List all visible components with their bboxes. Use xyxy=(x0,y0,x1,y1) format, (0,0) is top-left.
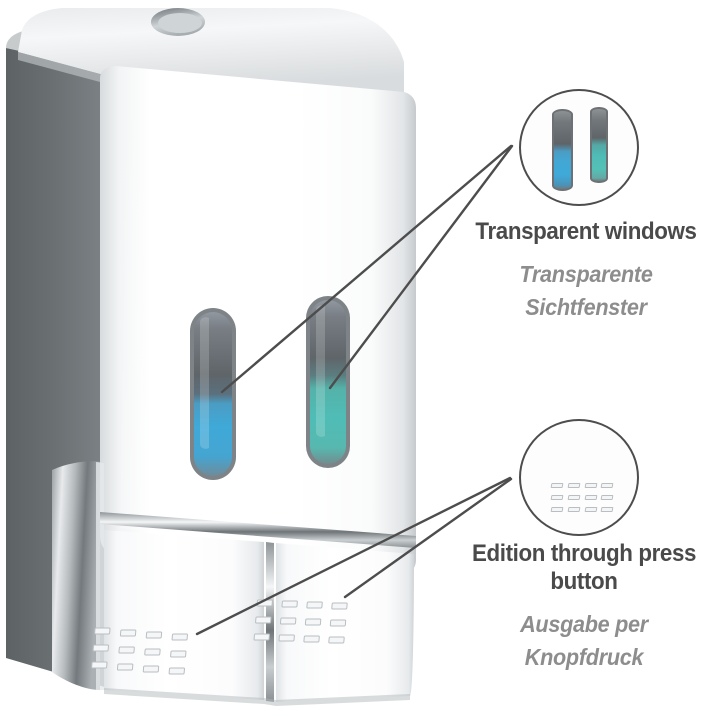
mini-dash-grid xyxy=(550,483,614,512)
mini-dash xyxy=(600,507,614,512)
mini-dash xyxy=(567,507,580,512)
mini-dash xyxy=(600,495,614,500)
headline-transparent-windows: Transparent windows xyxy=(475,218,697,245)
subline-knopfdruck: Knopfdruck xyxy=(524,644,644,670)
mini-dash xyxy=(600,483,614,488)
subline-press-button: Ausgabe per Knopfdruck xyxy=(458,608,710,674)
detail-circle-transparent-windows xyxy=(519,89,639,206)
subline-sichtfenster: Sichtfenster xyxy=(525,294,647,320)
callout-text-press-button: Edition through press button Ausgabe per… xyxy=(450,540,718,674)
headline-line-1: Edition through press xyxy=(471,540,697,567)
product-illustration xyxy=(6,8,416,706)
product-window-right xyxy=(306,296,350,468)
chrome-mount-bracket xyxy=(52,461,100,690)
headline-press-button: Edition through press button xyxy=(459,540,708,596)
mini-window-right xyxy=(590,107,608,183)
mini-dash xyxy=(550,495,564,500)
product-window-left xyxy=(190,308,236,480)
press-button-left-dashes xyxy=(91,627,188,675)
headline-line-2: button xyxy=(550,568,618,595)
subline-transparente: Transparente xyxy=(519,261,653,287)
mini-dash xyxy=(550,483,564,488)
mini-dash xyxy=(567,483,580,488)
mini-dash xyxy=(584,507,597,512)
mini-dash xyxy=(584,495,597,500)
dispenser-svg xyxy=(6,8,416,706)
chrome-mount-bracket-edge xyxy=(96,462,104,690)
detail-circle-press-button xyxy=(519,419,639,536)
callout-text-transparent-windows: Transparent windows Transparente Sichtfe… xyxy=(452,218,720,324)
press-button-right[interactable] xyxy=(253,543,414,702)
mini-dash xyxy=(567,495,580,500)
subline-transparent-windows: Transparente Sichtfenster xyxy=(460,258,712,324)
mini-dash xyxy=(550,507,564,512)
subline-ausgabe-per: Ausgabe per xyxy=(520,611,648,637)
mini-window-left xyxy=(552,109,573,191)
press-button-left[interactable] xyxy=(91,530,264,700)
button-bottom-edge xyxy=(104,688,410,706)
mini-dash xyxy=(584,483,597,488)
top-keyhole-inner xyxy=(158,13,202,33)
